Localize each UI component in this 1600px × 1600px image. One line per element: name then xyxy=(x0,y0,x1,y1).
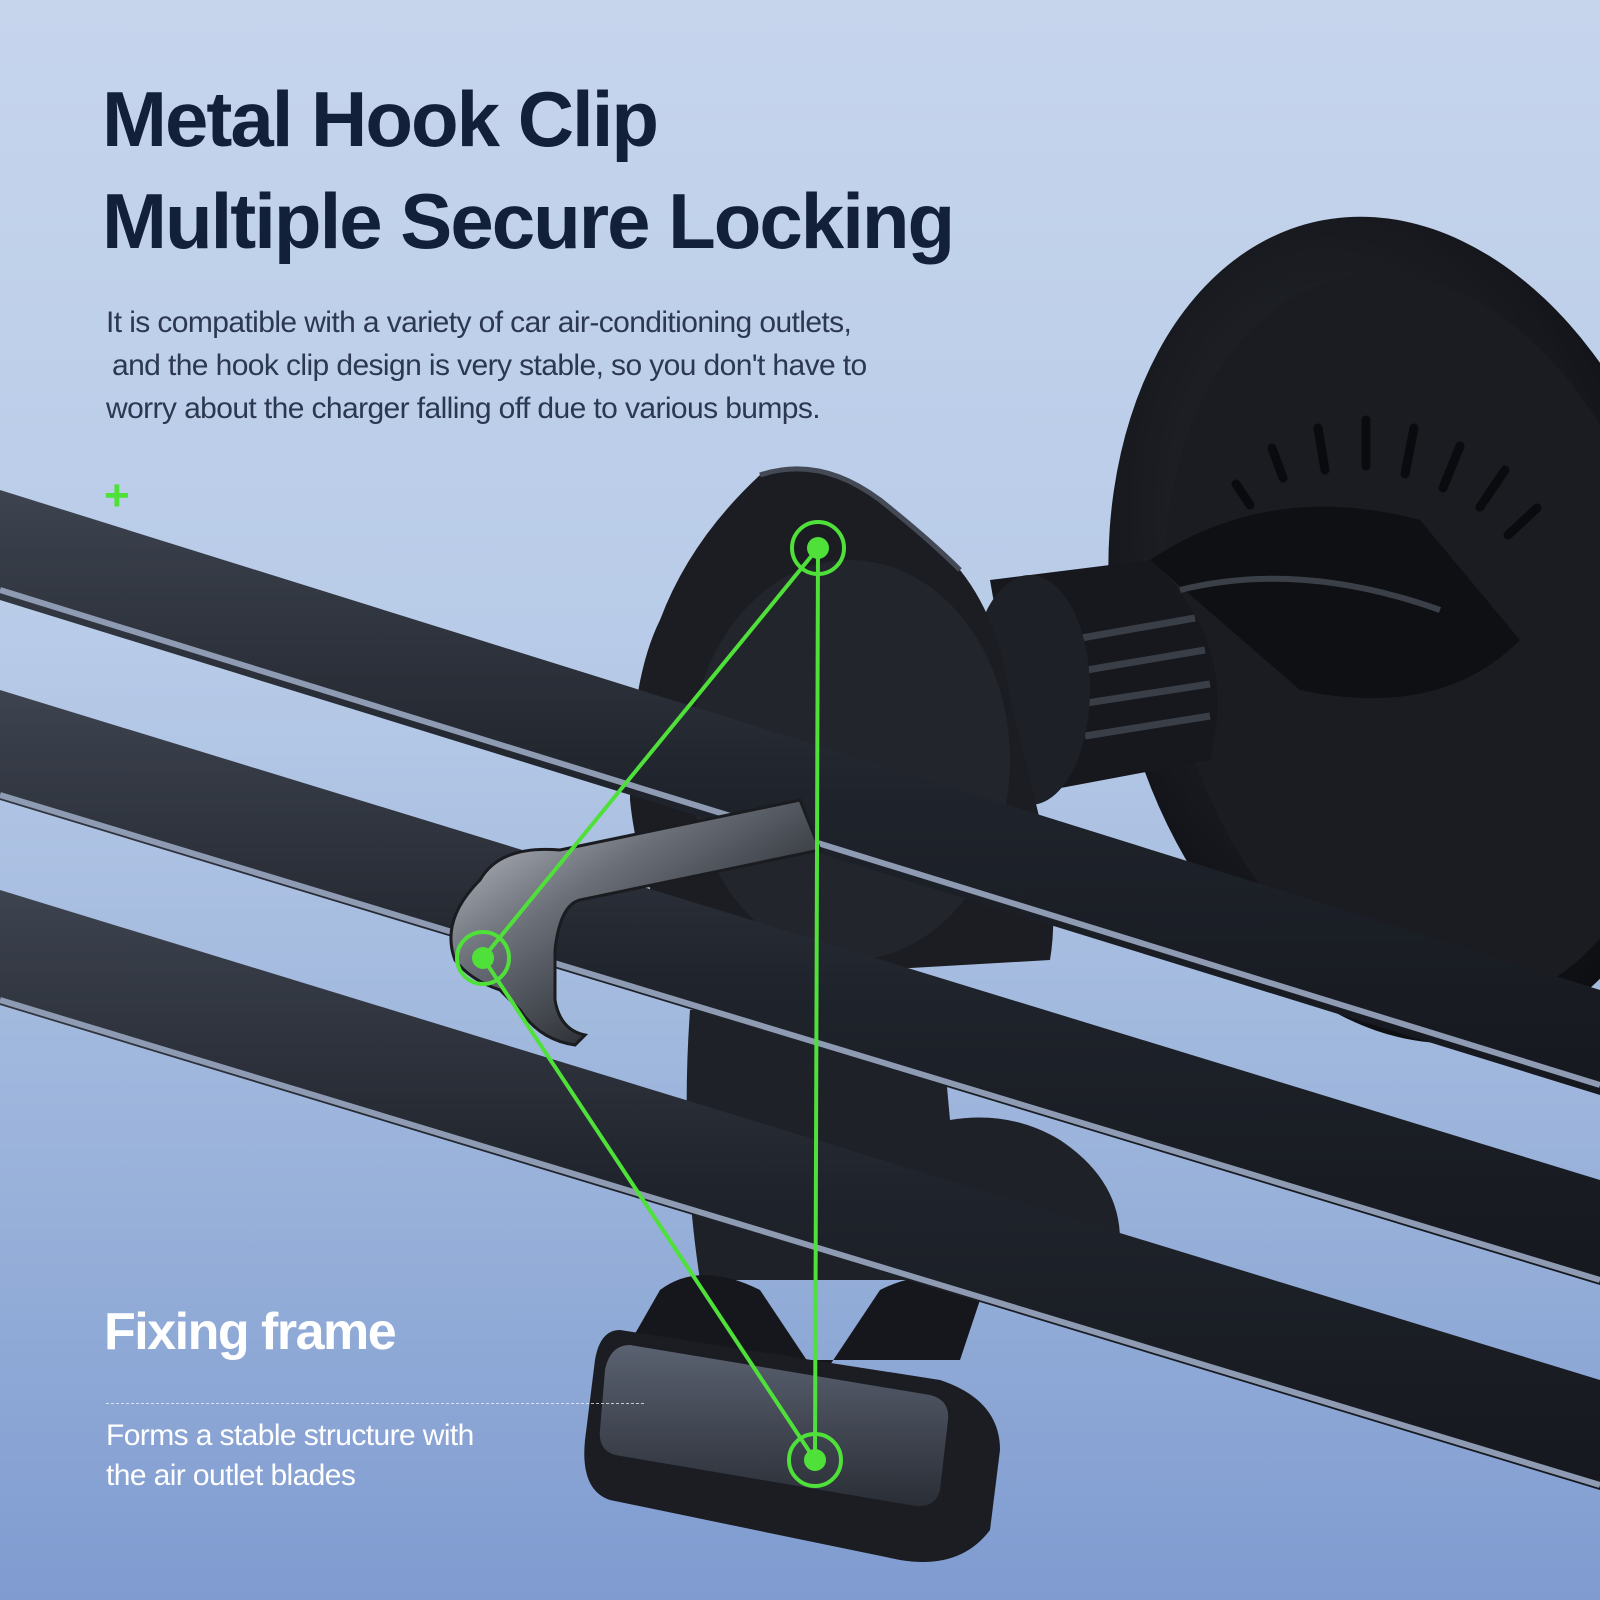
charger-disc xyxy=(1108,216,1600,1044)
callout-text-line-2: the air outlet blades xyxy=(106,1459,356,1492)
headline-line-2: Multiple Secure Locking xyxy=(102,177,955,265)
description-line-3: worry about the charger falling off due … xyxy=(106,392,821,425)
tick-marks xyxy=(1231,415,1542,540)
headline-line-1: Metal Hook Clip xyxy=(102,75,659,163)
description-line-1: It is compatible with a variety of car a… xyxy=(106,306,852,339)
callout-title: Fixing frame xyxy=(104,1303,397,1361)
anchor-point-foot xyxy=(787,1432,843,1488)
plus-icon: + xyxy=(104,471,130,520)
vent-blades xyxy=(0,490,1600,1490)
metal-hook-clip xyxy=(449,798,823,1047)
description-line-2: and the hook clip design is very stable,… xyxy=(112,349,867,382)
support-triangle xyxy=(481,546,820,1462)
callout-divider xyxy=(106,1403,644,1404)
anchor-point-hook xyxy=(455,930,511,986)
callout-text-line-1: Forms a stable structure with xyxy=(106,1419,474,1452)
anchor-point-top xyxy=(790,520,846,576)
